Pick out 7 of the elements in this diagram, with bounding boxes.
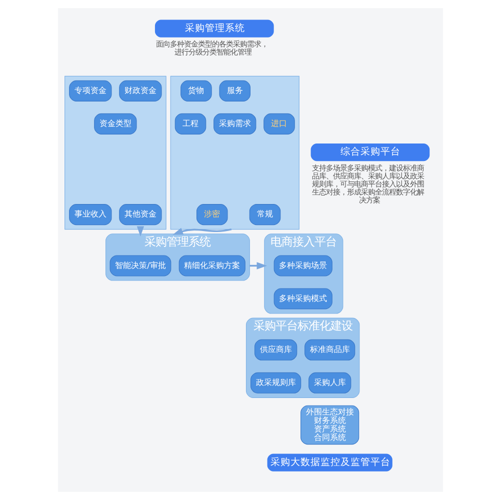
node-box: 采购大数据监控及监管平台 <box>266 454 392 472</box>
node-box: 综合采购平台 <box>310 144 430 162</box>
cluster <box>170 76 299 230</box>
arrow <box>136 226 144 236</box>
cluster <box>64 76 166 230</box>
arrow <box>172 228 232 235</box>
node-box: 采购管理系统 <box>154 20 274 38</box>
